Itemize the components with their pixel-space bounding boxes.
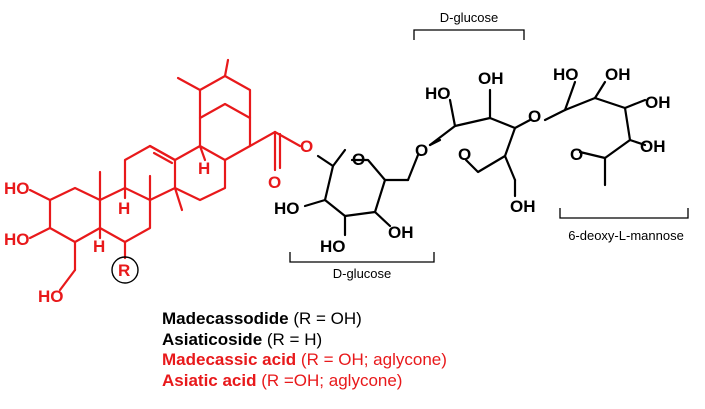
compound-name: Asiaticoside <box>162 329 263 349</box>
top-glucose-bracket <box>413 29 525 40</box>
bottom-glucose-bracket <box>289 252 435 263</box>
bottom-glucose-label: D-glucose <box>333 266 392 281</box>
rha-oh-1-label: OH <box>605 65 631 84</box>
legend-madecassic-acid: Madecassic acid (R = OH; aglycone) <box>162 350 447 371</box>
glc-top-oh-label: OH <box>478 69 504 88</box>
r-group-label: R <box>118 261 130 280</box>
c18-hydrogen-label: H <box>198 159 210 178</box>
rha-oh-3-label: OH <box>640 137 666 156</box>
glucose-ring-top <box>428 88 532 198</box>
legend-madecassoside: Madecassodide (R = OH) <box>162 309 447 330</box>
rhamnose-label: 6-deoxy-L-mannose <box>568 228 684 243</box>
c5-hydrogen-label: H <box>93 237 105 256</box>
ring-oxygen-rhamnose-label: O <box>570 145 583 164</box>
c9-hydrogen-label: H <box>118 199 130 218</box>
rhamnose-link-oxygen-label: O <box>528 107 541 126</box>
c23-hydroxyl-label: HO <box>38 287 64 306</box>
r-group-circle <box>111 256 139 284</box>
compound-name: Madecassodide <box>162 309 289 328</box>
c3-hydroxyl-label: HO <box>4 230 30 249</box>
glc-bottom-oh-2-label: HO <box>320 237 346 256</box>
compound-name: Madecassic acid <box>162 350 297 369</box>
glc-bottom-oh-1-label: HO <box>274 199 300 218</box>
glc-bottom-oh-3-label: OH <box>388 223 414 242</box>
top-glucose-label: D-glucose <box>440 10 499 25</box>
compound-detail: (R = H) <box>262 329 323 349</box>
ester-oxygen-label: O <box>300 137 313 156</box>
glycosidic-oxygen-label: O <box>415 141 428 160</box>
aglycone-core <box>28 58 302 292</box>
ring-oxygen-top-label: O <box>458 145 471 164</box>
rha-oh-2-label: OH <box>645 93 671 112</box>
glucose-ring-bottom <box>303 148 420 237</box>
compound-detail: (R = OH; aglycone) <box>296 350 447 369</box>
compound-detail: (R =OH; aglycone) <box>256 370 403 390</box>
c2-hydroxyl-label: HO <box>4 179 30 198</box>
compound-name: Asiatic acid <box>162 370 257 390</box>
ring-oxygen-bottom-label: O <box>352 150 365 169</box>
rha-ho-label: HO <box>553 65 579 84</box>
rhamnose-ring <box>543 80 647 187</box>
compound-legend: Madecassodide (R = OH) Asiaticoside (R =… <box>162 309 447 391</box>
glc-top-ch2oh-label: OH <box>510 197 536 216</box>
glc-top-ho-label: HO <box>425 84 451 103</box>
legend-asiatic-acid: Asiatic acid (R =OH; aglycone) <box>162 371 447 392</box>
compound-detail: (R = OH) <box>288 309 362 328</box>
legend-asiaticoside: Asiaticoside (R = H) <box>162 330 447 351</box>
carbonyl-oxygen-label: O <box>268 173 281 192</box>
rhamnose-bracket <box>559 208 689 219</box>
